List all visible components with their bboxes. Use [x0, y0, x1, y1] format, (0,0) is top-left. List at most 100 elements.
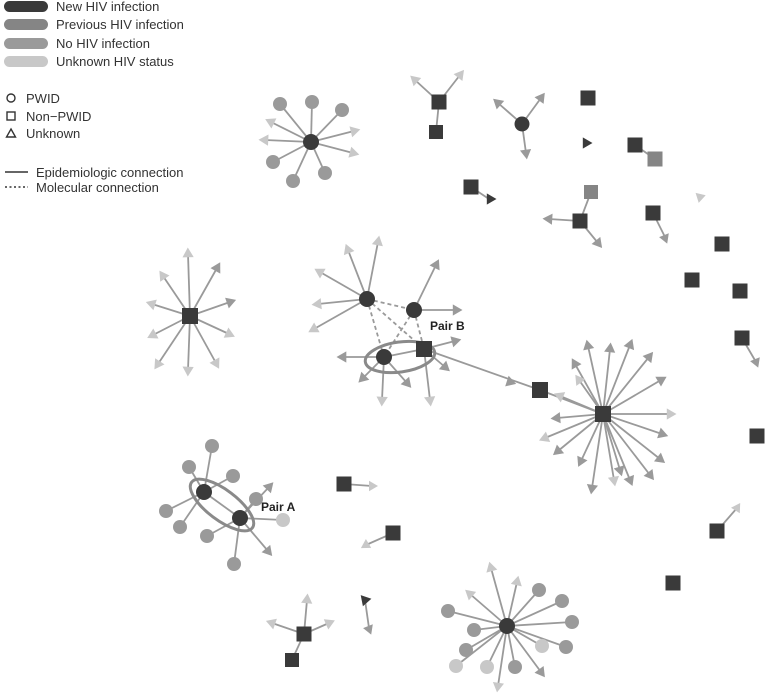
pwid-node-105 [196, 484, 212, 500]
unknown-node-37 [750, 357, 760, 368]
epidemiologic-edge [602, 344, 631, 415]
molecular-edge [366, 298, 415, 311]
non-pwid-node-20 [580, 90, 596, 106]
epidemiologic-edge [490, 567, 508, 627]
epidemiologic-edge [602, 356, 650, 415]
non-pwid-node-92 [532, 382, 548, 398]
epidemiologic-edge [506, 589, 540, 627]
pwid-node-67 [359, 291, 375, 307]
non-pwid-node-41 [665, 575, 681, 591]
epidemiologic-edge [506, 625, 567, 648]
unknown-node-88 [539, 431, 551, 442]
legend-shapes: PWID Non−PWID Unknown [5, 91, 91, 141]
unknown-node-79 [666, 408, 677, 420]
pwid-node-124 [559, 640, 573, 654]
unknown-node-45 [223, 327, 235, 338]
unknown-node-90 [554, 392, 566, 403]
epidemiologic-edge [364, 599, 370, 629]
unknown-node-78 [655, 376, 667, 387]
unknown-node-65 [424, 396, 436, 407]
unknown-node-72 [583, 339, 595, 351]
epidemiologic-edge [574, 363, 604, 415]
pwid-node-127 [480, 660, 494, 674]
unknown-node-59 [452, 304, 463, 316]
epidemiologic-edge [506, 621, 573, 627]
pwid-node-101 [276, 513, 290, 527]
non-pwid-node-36 [734, 330, 750, 346]
non-pwid-node-14 [429, 125, 443, 139]
pwid-node-19 [514, 116, 530, 132]
pwid-node-122 [565, 615, 579, 629]
legend-triangle-icon [5, 127, 17, 138]
epidemiologic-edge [602, 413, 615, 481]
unknown-node-5 [348, 146, 360, 158]
unknown-node-50 [145, 299, 157, 311]
non-pwid-node-34 [684, 272, 700, 288]
pair-b-ring [363, 339, 437, 375]
non-pwid-node-114 [285, 653, 299, 667]
legend-label-previous: Previous HIV infection [56, 17, 184, 32]
unknown-node-51 [159, 270, 170, 282]
unknown-node-118 [486, 561, 498, 573]
pwid-node-103 [227, 557, 241, 571]
legend-status: New HIV infection Previous HIV infection… [4, 0, 184, 69]
epidemiologic-edge [347, 249, 368, 300]
epidemiologic-edge [187, 253, 191, 317]
non-pwid-node-39 [709, 523, 725, 539]
unknown-node-13 [453, 69, 464, 81]
non-pwid-node-29 [572, 213, 588, 229]
non-pwid-node-22 [627, 137, 643, 153]
unknown-node-80 [657, 427, 669, 439]
unknown-node-108 [369, 480, 378, 492]
epidemiologic-edge [187, 315, 191, 371]
unknown-node-87 [553, 444, 565, 456]
pwid-node-2 [305, 95, 319, 109]
epidemiologic-edge [602, 379, 662, 415]
unknown-node-71 [505, 375, 517, 387]
unknown-node-99 [262, 482, 274, 494]
unknown-node-17 [534, 92, 545, 104]
unknown-node-113 [323, 619, 335, 630]
unknown-node-111 [265, 618, 277, 630]
unknown-node-125 [534, 666, 545, 678]
epidemiologic-edge [539, 389, 604, 415]
unknown-node-28 [591, 236, 603, 248]
nodes-layer [145, 69, 765, 693]
pwid-node-8 [266, 155, 280, 169]
epidemiologic-edge [544, 413, 604, 439]
unknown-node-64 [438, 360, 450, 372]
pair-rings [188, 339, 437, 533]
unknown-node-46 [209, 357, 220, 369]
pwid-node-120 [532, 583, 546, 597]
unknown-node-60 [336, 351, 347, 363]
non-pwid-node-23 [647, 151, 663, 167]
pwid-node-96 [159, 504, 173, 518]
pwid-node-94 [205, 439, 219, 453]
non-pwid-node-24 [463, 179, 479, 195]
non-pwid-node-115 [296, 626, 312, 642]
unknown-node-26 [542, 213, 553, 225]
epidemiologic-edge [602, 413, 661, 460]
unknown-node-76 [571, 358, 582, 370]
legend-square-icon [6, 111, 16, 121]
epidemiologic-edge [587, 345, 604, 415]
non-pwid-node-15 [431, 94, 447, 110]
unknown-node-43 [210, 262, 221, 274]
pwid-node-7 [286, 174, 300, 188]
epidemiologic-edge [423, 348, 541, 391]
unknown-node-84 [607, 475, 619, 487]
unknown-node-54 [343, 243, 355, 256]
unknown-node-133 [492, 682, 504, 693]
legend-label-non-pwid: Non−PWID [26, 109, 91, 124]
unknown-node-40 [731, 503, 741, 514]
epidemiologic-edge [317, 298, 368, 305]
unknown-node-74 [623, 338, 635, 351]
unknown-node-119 [510, 575, 522, 587]
molecular-edge [383, 309, 415, 358]
unknown-node-75 [642, 351, 654, 364]
unknown-node-66 [450, 336, 462, 348]
unknown-node-48 [154, 358, 165, 370]
pair-b-label: Pair B [430, 319, 465, 333]
epidemiologic-edge [602, 413, 631, 481]
unknown-node-102 [261, 544, 273, 556]
